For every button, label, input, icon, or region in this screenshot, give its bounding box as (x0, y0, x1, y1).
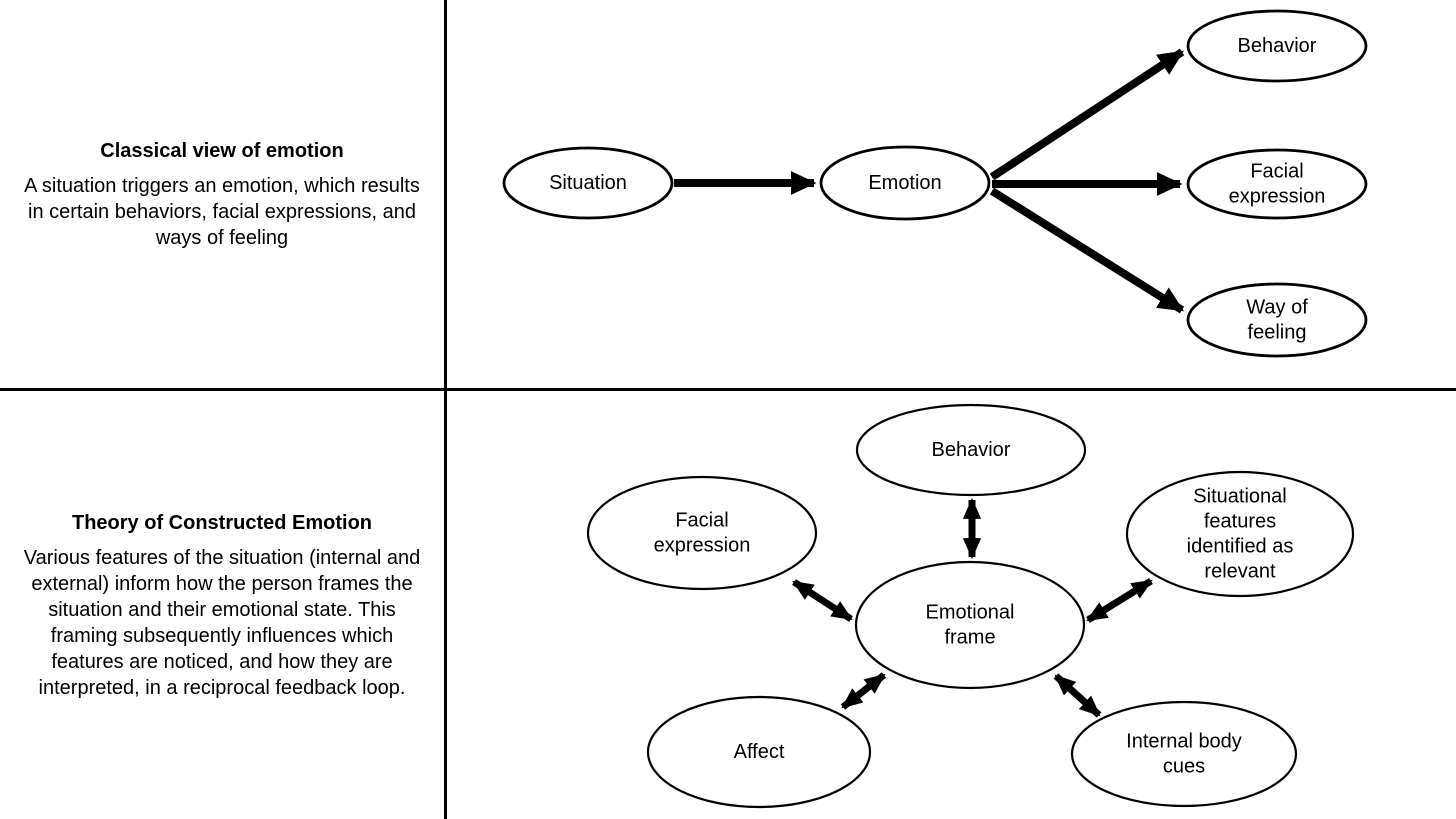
node-label-behavior: Behavior (1238, 35, 1317, 57)
node-behavior: Behavior (855, 403, 1087, 497)
node-ellipse-facial-expression (586, 475, 818, 591)
double-arrow-emotional-frame-facial-expression (792, 579, 853, 622)
node-label-affect: Affect (734, 741, 785, 763)
node-ellipse-way-of-feeling (1186, 282, 1368, 358)
node-label-situation: Situation (549, 172, 627, 194)
double-arrow-emotional-frame-internal-body-cues (1053, 673, 1102, 718)
constructed-description: Various features of the situation (inter… (23, 546, 421, 699)
node-ellipse-emotional-frame (854, 560, 1086, 690)
double-arrow-emotional-frame-situational-features (1086, 578, 1153, 623)
node-emotion: Emotion (819, 145, 991, 221)
arrow-emotion-way-of-feeling (989, 187, 1185, 314)
node-ellipse-emotion (819, 145, 991, 221)
node-ellipse-internal-body-cues (1070, 700, 1298, 808)
constructed-title: Theory of Constructed Emotion (72, 511, 372, 534)
node-ellipse-facial-expression (1186, 148, 1368, 220)
node-ellipse-affect (646, 695, 872, 809)
constructed-panel: Theory of Constructed Emotion Various fe… (18, 510, 426, 701)
node-ellipse-situation (502, 146, 674, 220)
node-ellipse-situational-features (1125, 470, 1355, 598)
classical-title: Classical view of emotion (100, 139, 344, 162)
classical-text-cell: Classical view of emotion A situation tr… (0, 0, 444, 388)
double-arrow-emotional-frame-affect (840, 672, 887, 710)
node-affect: Affect (646, 695, 872, 809)
node-label-emotion: Emotion (868, 172, 941, 194)
node-behavior: Behavior (1186, 9, 1368, 83)
node-ellipse-behavior (855, 403, 1087, 497)
node-ellipse-behavior (1186, 9, 1368, 83)
node-label-behavior: Behavior (932, 439, 1011, 461)
node-situation: Situation (502, 146, 674, 220)
classical-description: A situation triggers an emotion, which r… (24, 174, 420, 249)
horizontal-divider (0, 388, 1456, 391)
classical-panel: Classical view of emotion A situation tr… (18, 138, 426, 251)
arrow-emotion-behavior (989, 48, 1185, 181)
vertical-divider (444, 0, 447, 819)
constructed-text-cell: Theory of Constructed Emotion Various fe… (0, 391, 444, 819)
